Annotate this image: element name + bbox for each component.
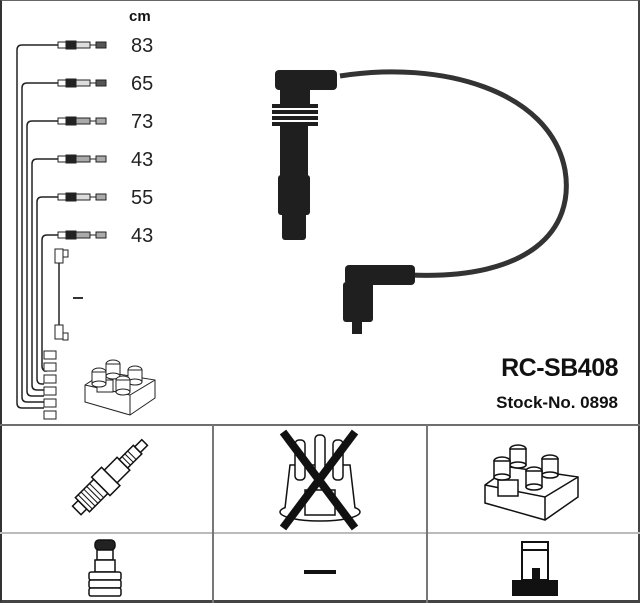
cable-length-3: 73 <box>131 111 154 133</box>
grid-divider-top <box>0 424 640 426</box>
spark-plug-connector-icon <box>88 539 122 597</box>
cable-length-1: 83 <box>131 35 154 57</box>
ignition-coil-icon <box>484 444 579 521</box>
cable-end-connectors <box>57 40 107 240</box>
distributor-cap-icon <box>279 429 361 531</box>
not-applicable-cross-icon <box>279 429 359 531</box>
grid-divider-col1 <box>212 425 214 603</box>
dash-icon <box>304 570 336 574</box>
spark-plug-icon <box>71 438 149 516</box>
grid-divider-col2 <box>426 425 428 603</box>
unit-label: cm <box>129 8 151 25</box>
cable-product-photo <box>272 69 569 334</box>
coil-pack-small-icon <box>84 359 156 416</box>
cable-length-6: 43 <box>131 225 154 247</box>
cable-set-diagram <box>16 40 156 420</box>
part-number: RC-SB408 <box>501 354 618 382</box>
coil-connector-icon <box>512 541 558 596</box>
stock-number: Stock-No. 0898 <box>496 393 618 412</box>
coil-side-connectors <box>43 350 57 420</box>
extra-cable <box>54 248 69 341</box>
cable-length-2: 65 <box>131 73 154 95</box>
cable-length-5: 55 <box>131 187 154 209</box>
extra-cable-label <box>73 297 83 299</box>
grid-divider-middle <box>0 532 640 534</box>
cable-length-4: 43 <box>131 149 154 171</box>
